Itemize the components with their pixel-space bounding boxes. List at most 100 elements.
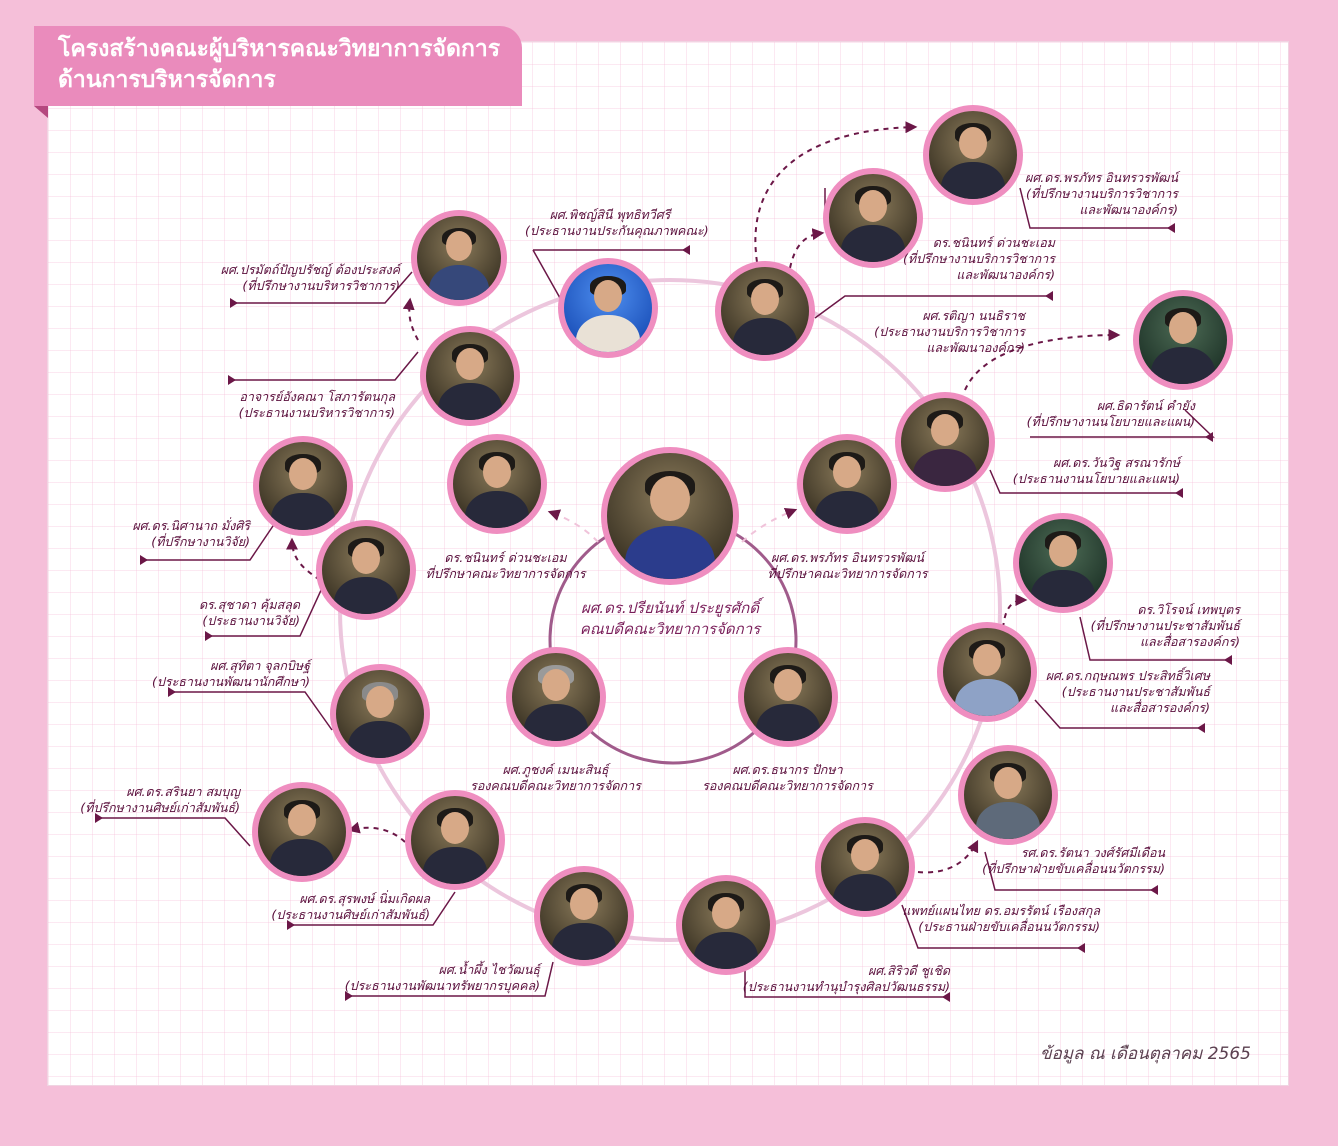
portrait-shape: [423, 847, 487, 884]
portrait-shape: [569, 887, 599, 920]
person-label-line: ดร.สุชาดา คุ้มสลุด: [198, 597, 300, 612]
person-label-line: ผศ.น้ำผึ้ง ไชวัฒนธุ์: [438, 962, 540, 977]
label-person-2: ผศ.ปรมัตถ์ปัญปรัชญ์ ต้องประสงค์(ที่ปรึกษ…: [170, 262, 400, 294]
person-label-line: ผศ.สุทิตา จุลกบิษฐ์: [210, 658, 310, 673]
person-label-line: ผศ.พิชญ์สินี พุทธิทวีศรี: [549, 207, 671, 222]
title-line-1: โครงสร้างคณะผู้บริหารคณะวิทยาการจัดการ: [58, 36, 501, 62]
portrait-shape: [1151, 347, 1215, 384]
portrait-shape: [750, 282, 780, 315]
photo-person-8: [405, 790, 505, 890]
person-label-line: ผศ.ดร.นิศานาถ มั่งศิริ: [132, 518, 250, 533]
person-label-line: ผศ.ดร.วันวิฐ สรณารักษ์: [1053, 455, 1180, 470]
portrait-shape: [1031, 570, 1095, 607]
dean-role: คณบดีคณะวิทยาการจัดการ: [579, 620, 761, 638]
photo-person-17: [715, 261, 815, 361]
portrait-shape: [465, 491, 529, 528]
photo-person-12: [958, 745, 1058, 845]
portrait-shape: [858, 189, 888, 222]
label-person-12: รศ.ดร.รัตนา วงศ์รัศมีเดือน(ที่ปรึกษาฝ่าย…: [975, 845, 1165, 877]
portrait-shape: [833, 874, 897, 911]
banner-fold: [34, 106, 48, 118]
person-label-line: (ที่ปรึกษางานบริการวิชาการ: [1025, 186, 1178, 201]
portrait-shape: [694, 932, 758, 969]
photo-person-6: [330, 664, 430, 764]
photo-person-1: [558, 258, 658, 358]
portrait-shape: [841, 225, 905, 262]
person-label-line: ผศ.รติญา นนธิราช: [922, 308, 1025, 323]
person-label-line: (ประธานงานทำนุบำรุงศิลปวัฒนธรรม): [742, 979, 950, 994]
label-person-18: ดร.ชนินทร์ ด่วนชะเอม(ที่ปรึกษางานบริการว…: [880, 235, 1055, 283]
label-person-3: อาจารย์อังคณา โสภารัตนกุล(ประธานงานบริหา…: [200, 389, 395, 421]
person-label-line: ผศ.ดร.ธนากร ปักษา: [732, 762, 843, 777]
label-person-6: ผศ.สุทิตา จุลกบิษฐ์(ประธานงานพัฒนานักศึก…: [145, 658, 310, 690]
person-label-line: ผศ.ธิดารัตน์ คำยัง: [1096, 398, 1195, 413]
person-label-line: และพัฒนาองค์กร): [956, 267, 1055, 282]
title-banner: โครงสร้างคณะผู้บริหารคณะวิทยาการจัดการ ด…: [34, 26, 522, 106]
label-person-5: ดร.สุชาดา คุ้มสลุด(ประธานงานวิจัย): [150, 597, 300, 629]
person-label-line: ผศ.ดร.กฤษณพร ประสิทธิ์วิเศษ: [1045, 668, 1210, 683]
person-label-line: และสื่อสารองค์กร): [1139, 634, 1240, 649]
person-label-line: ที่ปรึกษาคณะวิทยาการจัดการ: [767, 566, 928, 581]
person-label-line: (ที่ปรึกษางานบริหารวิชาการ): [242, 278, 400, 293]
portrait-shape: [832, 455, 862, 488]
portrait-shape: [552, 923, 616, 960]
person-label-line: ดร.วิโรจน์ เทพบุตร: [1137, 602, 1240, 617]
portrait-shape: [576, 315, 640, 352]
portrait-shape: [976, 802, 1040, 839]
dean-name: ผศ.ดร.ปรียนันท์ ประยูรศักดิ์: [580, 599, 759, 617]
portrait-shape: [541, 668, 571, 701]
person-label-line: และพัฒนาองค์กร): [926, 340, 1025, 355]
person-label-line: ผศ.ดร.พรภัทร อินทรวรพัฒน์: [771, 550, 924, 565]
portrait-shape: [941, 162, 1005, 199]
person-label-line: (ที่ปรึกษาฝ่ายขับเคลื่อนนวัตกรรม): [982, 861, 1165, 876]
dean-label: ผศ.ดร.ปรียนันท์ ประยูรศักดิ์ คณบดีคณะวิท…: [530, 598, 810, 640]
photo-person-4: [253, 436, 353, 536]
portrait-shape: [913, 449, 977, 486]
person-label-line: (ที่ปรึกษางานบริการวิชาการ: [902, 251, 1055, 266]
person-label-line: (ที่ปรึกษางานประชาสัมพันธ์: [1090, 618, 1240, 633]
label-person-1: ผศ.พิชญ์สินี พุทธิทวีศรี(ประธานงานประกัน…: [525, 207, 709, 239]
person-label-line: ดร.ชนินทร์ ด่วนชะเอม: [932, 235, 1055, 250]
label-person-11: แพทย์แผนไทย ดร.อมรรัตน์ เรืองสกุล(ประธาน…: [880, 903, 1100, 935]
dean-photo: [601, 447, 739, 585]
label-person-19: ผศ.ดร.พรภัทร อินทรวรพัฒน์(ที่ปรึกษางานบร…: [1000, 170, 1178, 218]
portrait-shape: [271, 493, 335, 530]
photo-person-19: [923, 105, 1023, 205]
label-person-10: ผศ.สิริวดี ชูเชิด(ประธานงานทำนุบำรุงศิลป…: [740, 963, 950, 995]
label-person-9: ผศ.น้ำผึ้ง ไชวัฒนธุ์(ประธานงานพัฒนาทรัพย…: [330, 962, 540, 994]
person-label-line: (ประธานงานประชาสัมพันธ์: [1061, 684, 1210, 699]
portrait-shape: [348, 721, 412, 758]
person-label-line: (ประธานฝ่ายขับเคลื่อนนวัตกรรม): [918, 919, 1100, 934]
label-person-14: ดร.วิโรจน์ เทพบุตร(ที่ปรึกษางานประชาสัมพ…: [1060, 602, 1240, 650]
portrait-shape: [287, 803, 317, 836]
photo-person-22: [506, 647, 606, 747]
person-label-line: (ประธานงานพัฒนาทรัพยากรบุคคล): [344, 978, 540, 993]
label-person-17: ผศ.รติญา นนธิราช(ประธานงานบริการวิชาการแ…: [840, 308, 1025, 356]
photo-person-21: [797, 434, 897, 534]
portrait-shape: [365, 685, 395, 718]
portrait-shape: [958, 126, 988, 159]
portrait-shape: [624, 526, 716, 579]
person-label-line: รองคณบดีคณะวิทยาการจัดการ: [702, 778, 873, 793]
photo-person-9: [534, 866, 634, 966]
person-label-line: ผศ.สิริวดี ชูเชิด: [867, 963, 950, 978]
portrait-shape: [445, 231, 473, 262]
photo-person-23: [738, 647, 838, 747]
photo-person-3: [420, 326, 520, 426]
title-line-2: ด้านการบริหารจัดการ: [58, 67, 276, 93]
photo-person-16: [1133, 290, 1233, 390]
label-person-16: ผศ.ธิดารัตน์ คำยัง(ที่ปรึกษางานนโยบายและ…: [1020, 398, 1195, 430]
person-label-line: แพทย์แผนไทย ดร.อมรรัตน์ เรืองสกุล: [902, 903, 1100, 918]
portrait-shape: [649, 475, 691, 522]
photo-person-18: [823, 168, 923, 268]
portrait-shape: [524, 704, 588, 741]
person-label-line: ผศ.ดร.สุรพงษ์ นิ่มเกิดผล: [299, 891, 430, 906]
photo-person-20: [447, 434, 547, 534]
photo-person-7: [252, 782, 352, 882]
photo-person-10: [676, 875, 776, 975]
label-person-4: ผศ.ดร.นิศานาถ มั่งศิริ(ที่ปรึกษางานวิจัย…: [100, 518, 250, 550]
person-label-line: (ประธานงานนโยบายและแผน): [1012, 471, 1180, 486]
person-label-line: รองคณบดีคณะวิทยาการจัดการ: [470, 778, 641, 793]
portrait-shape: [955, 679, 1019, 716]
